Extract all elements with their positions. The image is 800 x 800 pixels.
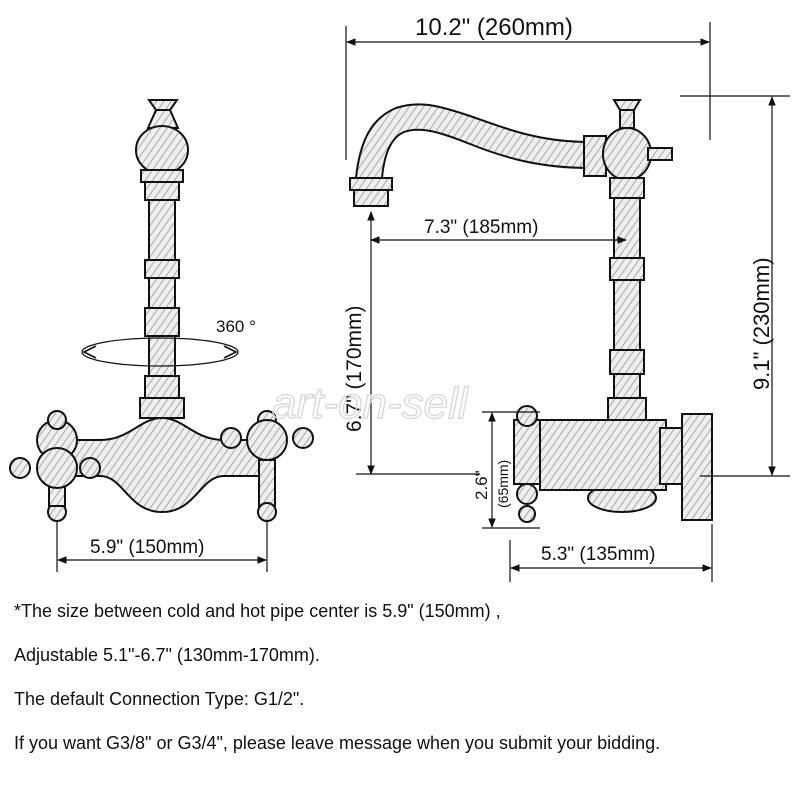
base-height-inch-label: 2.6": [472, 470, 491, 500]
base-height-mm-label: (65mm): [495, 460, 511, 508]
front-view-faucet: [9, 99, 314, 522]
spout-reach-label: 7.3" (185mm): [424, 217, 538, 238]
watermark-text: art-on-sell: [272, 379, 469, 428]
overall-height-dimension: 9.1" (230mm): [680, 95, 790, 477]
depth-label: 5.3" (135mm): [541, 544, 655, 565]
depth-dimension: 5.3" (135mm): [509, 524, 713, 582]
spout-height-dimension: 6.7" (170mm): [343, 211, 480, 475]
spout-reach-dimension: 7.3" (185mm): [370, 217, 627, 244]
overall-width-label: 10.2" (260mm): [415, 14, 573, 41]
pipe-spacing-dimension: 5.9" (150mm): [56, 522, 268, 572]
overall-height-label: 9.1" (230mm): [749, 257, 774, 390]
note-alternate-connection: If you want G3/8" or G3/4", please leave…: [14, 733, 661, 753]
spout-height-label: 6.7" (170mm): [343, 306, 366, 433]
base-height-dimension: 2.6" (65mm): [472, 411, 540, 529]
faucet-dimension-diagram: 360 ° 5.9" (150mm): [9, 14, 790, 582]
side-view-faucet: [349, 99, 713, 523]
note-connection-type: The default Connection Type: G1/2".: [14, 689, 305, 709]
pipe-spacing-label: 5.9" (150mm): [90, 537, 204, 558]
rotation-label: 360 °: [216, 317, 256, 336]
note-adjustable: Adjustable 5.1"-6.7" (130mm-170mm).: [14, 645, 320, 665]
overall-width-dimension: 10.2" (260mm): [345, 14, 711, 160]
notes-section: *The size between cold and hot pipe cent…: [14, 600, 794, 776]
rotation-indicator: 360 °: [81, 317, 256, 367]
note-pipe-spacing: *The size between cold and hot pipe cent…: [14, 601, 501, 621]
